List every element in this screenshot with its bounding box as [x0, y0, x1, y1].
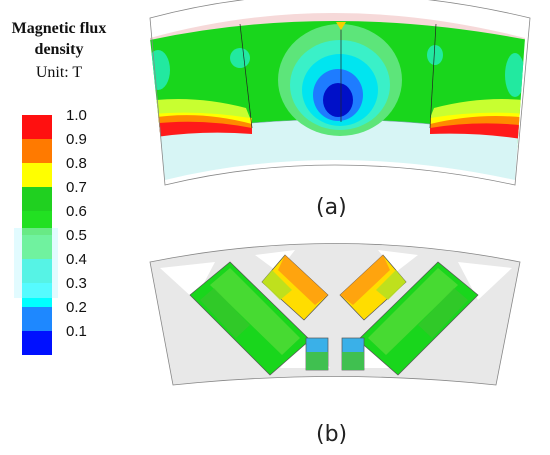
legend-tick-1: 1.0	[66, 107, 87, 124]
legend-title-line1: Magnetic flux	[11, 20, 107, 37]
magnet-left-large	[189, 261, 311, 376]
legend-swatch-2	[22, 139, 52, 163]
magnet-right-small	[339, 254, 407, 321]
legend-swatch-6	[22, 235, 52, 259]
legend-swatch-1	[22, 115, 52, 139]
legend-tick-2: 0.9	[66, 131, 87, 148]
magnet-left-small	[261, 254, 329, 321]
panel-a-diagram	[150, 13, 525, 180]
legend-swatch-9	[22, 307, 52, 331]
legend-swatch-7	[22, 259, 52, 283]
legend-title-line2: density	[34, 41, 84, 58]
legend-swatch-4	[22, 187, 52, 211]
legend-tick-8: 0.3	[66, 275, 87, 292]
panel-b-diagram	[149, 243, 521, 386]
panel-b-label: (b)	[316, 422, 348, 447]
legend-tick-9: 0.2	[66, 299, 87, 316]
legend-swatch-10	[22, 331, 52, 355]
legend-swatch-5	[22, 211, 52, 235]
legend-swatch-3	[22, 163, 52, 187]
legend-tick-6: 0.5	[66, 227, 87, 244]
legend-tick-4: 0.7	[66, 179, 87, 196]
legend-tick-3: 0.8	[66, 155, 87, 172]
panel-a-outline	[149, 0, 531, 186]
legend-tick-7: 0.4	[66, 251, 87, 268]
legend-swatch-8	[22, 283, 52, 307]
legend-tick-10: 0.1	[66, 323, 87, 340]
legend-colorbar	[14, 115, 58, 355]
magnet-center-right	[341, 337, 365, 371]
legend-tick-5: 0.6	[66, 203, 87, 220]
panel-a-label: (a)	[316, 195, 347, 220]
magnet-center-left	[305, 337, 329, 371]
legend-unit: Unit: T	[35, 64, 83, 81]
magnet-right-large	[357, 261, 479, 376]
